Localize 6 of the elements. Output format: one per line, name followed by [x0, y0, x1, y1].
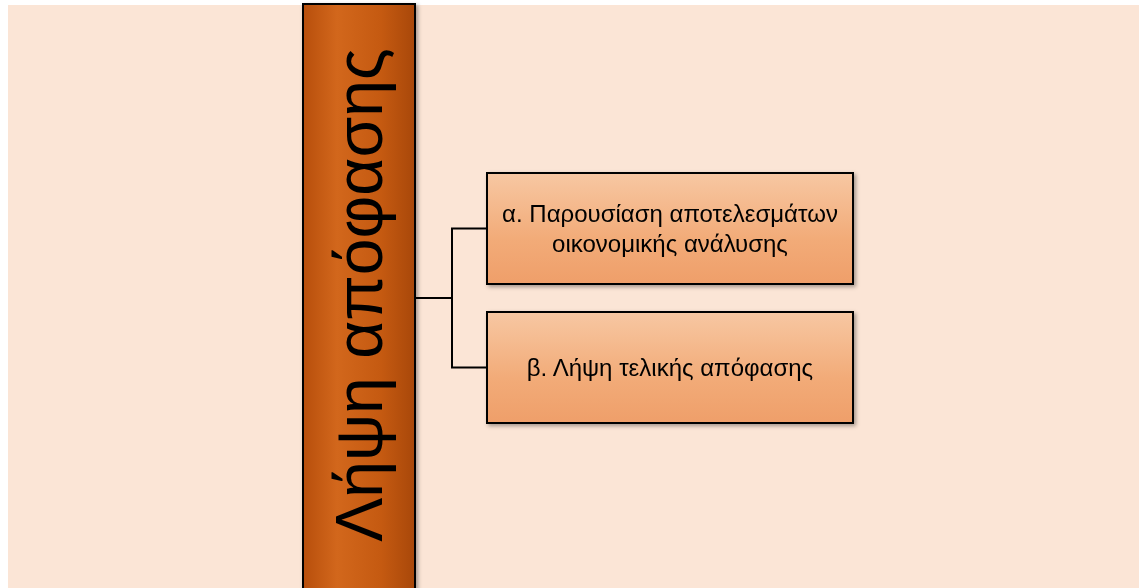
process-box: [486, 172, 854, 285]
box-text: α. Παρουσίαση αποτελεσμάτων οικονομικής ανάλυσης: [501, 198, 839, 259]
connector-line: [415, 297, 487, 369]
vertical-title-box: [302, 3, 416, 588]
box-text: β. Λήψη τελικής απόφασης: [525, 352, 815, 383]
process-box: [486, 311, 854, 424]
